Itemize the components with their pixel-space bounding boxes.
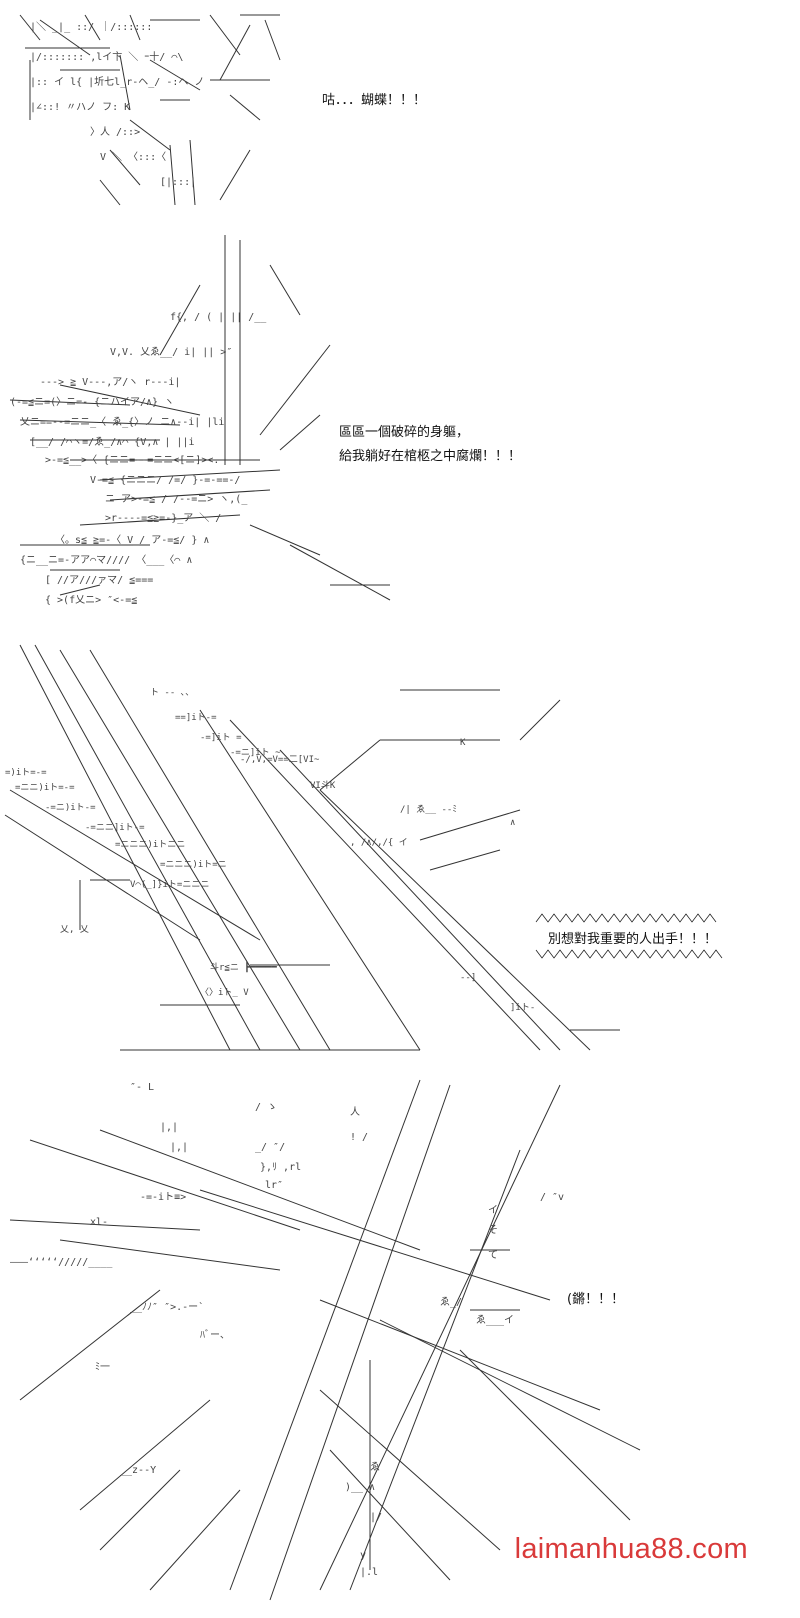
svg-text:ﾐ一: ﾐ一 [95,1362,110,1373]
dialogue-line: 給我躺好在棺柩之中腐爛！！！ [339,449,522,464]
dialogue-line: 咕．．．蝴蝶！！！ [322,93,427,108]
svg-text:ﾊﾞー、: ﾊﾞー、 [200,1329,230,1341]
svg-text:/| ゑ__ --ﾐ: /| ゑ__ --ﾐ [400,804,457,815]
svg-text:∧: ∧ [510,818,515,828]
svg-text:lr″: lr″ [265,1180,283,1191]
svg-text:″- L: ″- L [130,1082,154,1093]
svg-text:|.l: |.l [360,1567,378,1578]
svg-text:=ニニ)iト=-=: =ニニ)iト=-= [15,783,75,793]
svg-text:-/,V,=V==二[VI~: -/,V,=V==二[VI~ [240,755,320,765]
dialogue-panel-1: 咕．．．蝴蝶！！！ [322,89,426,113]
svg-text:乂ニ==--=ニニ_〈 ゑ_{〉ノ ニ∧--i| |li: 乂ニ==--=ニニ_〈 ゑ_{〉ノ ニ∧--i| |li [20,416,224,428]
svg-text:! /: ! / [350,1132,368,1143]
svg-text:-=ニ)iト-=: -=ニ)iト-= [45,803,96,813]
svg-text:[|:::|: [|:::| [160,177,196,188]
dialogue-panel-3: 別想對我重要的人出手！！！ [548,928,717,947]
dialogue-line: 別想對我重要的人出手！！！ [548,932,718,947]
svg-text:|＼ _|_ ::/ ｜/::::::: |＼ _|_ ::/ ｜/:::::: [30,21,152,33]
svg-text:>r----=≦≧=-}_ア ＼ /: >r----=≦≧=-}_ア ＼ / [105,512,221,524]
svg-text:__ﾉﾉ″ ″>.-ー`: __ﾉﾉ″ ″>.-ー` [130,1301,204,1313]
svg-text:VI斗K: VI斗K [310,780,336,791]
svg-text:V-=≦ {ニニニ/ /=/ }-=-==-/: V-=≦ {ニニニ/ /=/ }-=-==-/ [90,475,240,486]
dialogue-line: (鏘！！！ [567,1292,625,1307]
svg-text:て: て [488,1250,498,1261]
svg-text:———‘‘‘‘‘/////____: ———‘‘‘‘‘/////____ [10,1257,113,1268]
svg-text:〈〉iト_ V: 〈〉iト_ V [200,987,249,998]
dialogue-panel-2: 區區一個破碎的身軀， 給我躺好在棺柩之中腐爛！！！ [339,421,521,469]
svg-text:そ: そ [488,1224,498,1236]
svg-text:|/: |/ [370,1512,382,1523]
svg-text:_/ ″/: _/ ″/ [255,1142,285,1153]
ascii-art-figure-2: f{, / ( | || /__ V,V. 乂ゑ__/ i| || >″ ---… [9,235,391,606]
svg-text:K: K [460,738,466,748]
svg-text:ゑ_/: ゑ_/ [440,1296,462,1308]
watermark: laimanhua88.com [514,1533,748,1565]
svg-text:〈。s≦ ≧=-〈 V_/ ア-=≦/ }: 〈。s≦ ≧=-〈 V_/ ア-=≦/ } ∧ [55,534,209,546]
svg-text:イ: イ [488,1205,498,1216]
svg-text:斗r≦ニ ┣━━━━━: 斗r≦ニ ┣━━━━━ [210,961,277,973]
panel-1: |＼ _|_ ::/ ｜/:::::: |/::::::: ,lイ卞 ＼ ｰ十/… [0,0,800,220]
svg-text:y: y [360,1550,366,1561]
svg-text:V,V. 乂ゑ__/ i| || >″: V,V. 乂ゑ__/ i| || >″ [110,346,232,358]
svg-text:ニ ア>-=≦ / /--=ニ> ヽ,(_: ニ ア>-=≦ / /--=ニ> ヽ,(_ [105,494,248,505]
svg-text:=ニニニ)iトニニ: =ニニニ)iトニニ [115,840,185,850]
svg-text:|:: イ l{ |圻七l_r-ヘ_/ ‐:ヘ ノ: |:: イ l{ |圻七l_r-ヘ_/ ‐:ヘ ノ [30,75,204,88]
ascii-art-figure-3: ト -- ､、 ==]iト-= -=]iト = -=ニ]iト ~ =)iト=-=… [4,644,620,1051]
svg-text:},ﾘ ,rl: },ﾘ ,rl [260,1162,301,1173]
svg-text:|∠::! 〃ハノ フ: K: |∠::! 〃ハノ フ: K [30,102,130,113]
panel-4: ″- L |,| |,| / ゝ 人 ! / _/ ″/ },ﾘ ,rl lr″… [0,1070,800,1618]
svg-text:人: 人 [350,1106,360,1118]
svg-text:-=ニニ]iト-=: -=ニニ]iト-= [85,823,145,833]
panel-3: ト -- ､、 ==]iト-= -=]iト = -=ニ]iト ~ =)iト=-=… [0,640,800,1060]
svg-text:ゑ___イ: ゑ___イ [476,1314,514,1326]
svg-text:-=ニ]iト ~: -=ニ]iト ~ [230,748,281,758]
svg-text:f{, / ( | || /__: f{, / ( | || /__ [170,312,267,323]
dialogue-panel-4: (鏘！！！ [567,1288,624,1312]
svg-text:, /∧/,/{ イ: , /∧/,/{ イ [350,838,408,848]
svg-text:〉人 /::>: 〉人 /::> [90,126,140,138]
svg-text:-=]iト =: -=]iト = [200,733,242,743]
svg-text:ト -- ､、: ト -- ､、 [150,688,194,698]
svg-text:/ ゝ: / ゝ [255,1102,277,1113]
svg-text:{ニ__ニ=-アア⌒マ//// 〈___〈⌒: {ニ__ニ=-アア⌒マ//// 〈___〈⌒ ∧ [20,554,192,566]
svg-text:|,|: |,| [160,1122,178,1133]
svg-text:V⌒(_]}iト=ニニニ: V⌒(_]}iト=ニニニ [130,880,209,890]
ascii-art-figure-1: |＼ _|_ ::/ ｜/:::::: |/::::::: ,lイ卞 ＼ ｰ十/… [19,14,281,206]
svg-text:>-=≦__>〈 {ニニ=--=ニニ<[ニ]><.: >-=≦__>〈 {ニニ=--=ニニ<[ニ]><. [45,454,219,466]
svg-text:=)iト=-=: =)iト=-= [5,768,47,778]
svg-text:ゑ: ゑ [370,1461,380,1473]
svg-text:--]: --] [460,973,476,983]
svg-text:/ ″v: / ″v [540,1192,564,1203]
svg-text:[ //ア///ァマ/ ≦===: [ //ア///ァマ/ ≦=== [45,575,153,586]
svg-text:(-=≦ニ=(〉ニ=- {ニハイア/∧} ヽ: (-=≦ニ=(〉ニ=- {ニハイア/∧} ヽ [10,396,174,408]
svg-text:xl-: xl- [90,1217,108,1228]
svg-text:V ＼ 〈:::〈: V ＼ 〈:::〈 [100,151,166,163]
svg-text:]iト-: ]iト- [510,1003,535,1013]
svg-text:-=-iト≡>: -=-iト≡> [140,1192,186,1203]
svg-text:=ニニニ)iト=ニ: =ニニニ)iト=ニ [160,860,227,870]
svg-text:乂, 乂: 乂, 乂 [60,925,89,935]
svg-text:==]iト-=: ==]iト-= [175,713,217,723]
svg-text:__z--Y: __z--Y [120,1465,156,1476]
dialogue-line: 區區一個破碎的身軀， [339,425,470,440]
svg-text:)__ ∧: )__ ∧ [345,1482,375,1493]
svg-text:[__/ /⌒ヽ=/ゑ_/∧⌒ {V,∧ | ||i: [__/ /⌒ヽ=/ゑ_/∧⌒ {V,∧ | ||i [30,436,195,448]
svg-text:|/::::::: ,lイ卞 ＼ ｰ十/ ⌒\: |/::::::: ,lイ卞 ＼ ｰ十/ ⌒\ [30,50,183,63]
svg-text:---> ≧ V---,ア/ヽ r---i|: ---> ≧ V---,ア/ヽ r---i| [40,377,180,388]
svg-text:|,|: |,| [170,1142,188,1153]
ascii-art-figure-4: ″- L |,| |,| / ゝ 人 ! / _/ ″/ },ﾘ ,rl lr″… [9,1079,641,1601]
panel-2: f{, / ( | || /__ V,V. 乂ゑ__/ i| || >″ ---… [0,225,800,625]
svg-text:{ >(f乂ニ> ″<-=≦: { >(f乂ニ> ″<-=≦ [45,595,137,606]
